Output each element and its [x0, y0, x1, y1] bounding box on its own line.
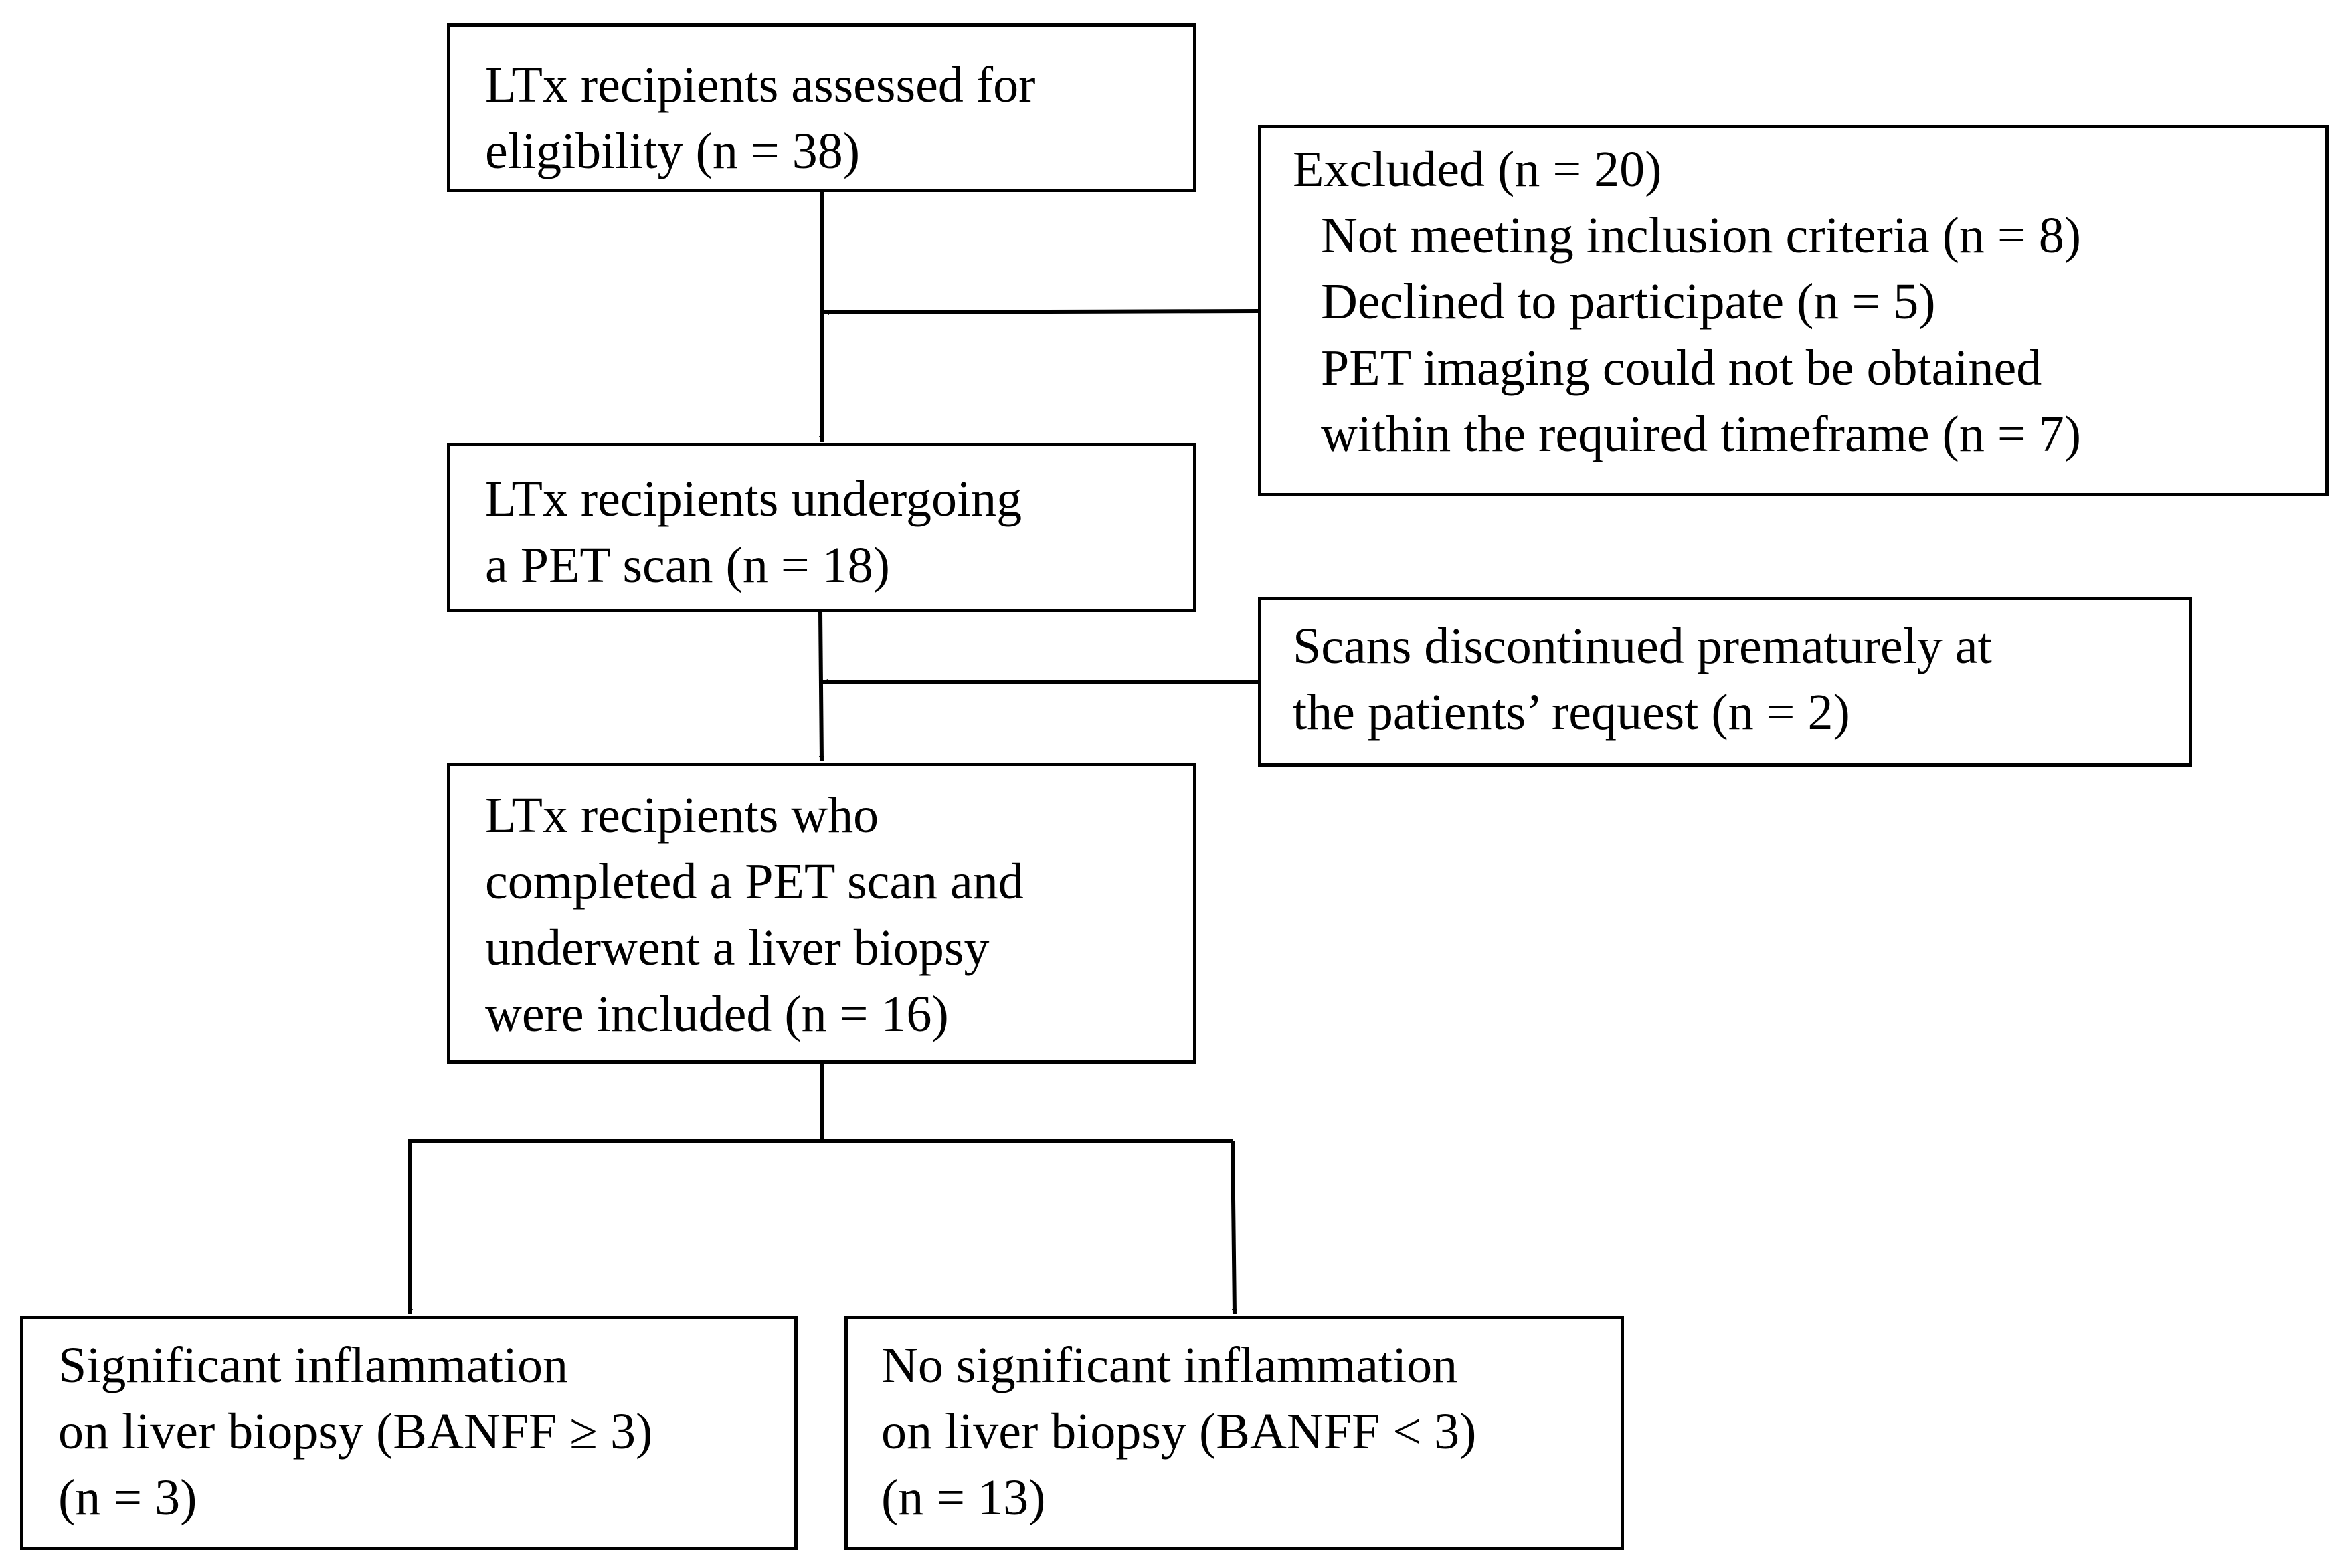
- included-line-2: completed a PET scan and: [485, 854, 1024, 910]
- excluded-item-inclusion: Not meeting inclusion criteria (n = 8): [1321, 207, 2082, 264]
- significant-line-2: on liver biopsy (BANFF ≥ 3): [58, 1403, 653, 1460]
- excluded-box: Excluded (n = 20) Not meeting inclusion …: [1258, 125, 2329, 496]
- no-significant-line-3: (n = 13): [881, 1470, 1046, 1526]
- no-significant-line-1: No significant inflammation: [881, 1337, 1458, 1393]
- assessed-line-2: eligibility (n = 38): [485, 123, 861, 179]
- significant-inflammation-box: Significant inflammation on liver biopsy…: [20, 1316, 798, 1550]
- assessed-line-1: LTx recipients assessed for: [485, 57, 1036, 113]
- assessed-box: LTx recipients assessed for eligibility …: [447, 23, 1196, 192]
- discontinued-line-2: the patients’ request (n = 2): [1293, 684, 1850, 741]
- arrow-pet-scan-to-included: [818, 611, 824, 762]
- included-line-3: underwent a liver biopsy: [485, 920, 990, 976]
- excluded-item-pet-imaging: PET imaging could not be obtained: [1321, 340, 2042, 396]
- pet-scan-line-1: LTx recipients undergoing: [485, 471, 1022, 527]
- excluded-item-declined: Declined to participate (n = 5): [1321, 274, 1936, 330]
- discontinued-line-1: Scans discontinued prematurely at: [1293, 618, 1992, 674]
- no-significant-inflammation-box: No significant inflammation on liver bio…: [844, 1316, 1624, 1550]
- included-line-1: LTx recipients who: [485, 787, 879, 844]
- significant-line-1: Significant inflammation: [58, 1337, 568, 1393]
- significant-line-3: (n = 3): [58, 1470, 197, 1526]
- no-significant-line-2: on liver biopsy (BANFF < 3): [881, 1403, 1477, 1460]
- discontinued-box: Scans discontinued prematurely at the pa…: [1258, 597, 2192, 767]
- included-line-4: were included (n = 16): [485, 986, 949, 1042]
- pet-scan-box: LTx recipients undergoing a PET scan (n …: [447, 443, 1196, 612]
- arrow-to-no-significant: [1231, 1141, 1237, 1315]
- pet-scan-line-2: a PET scan (n = 18): [485, 537, 890, 593]
- excluded-item-timeframe: within the required timeframe (n = 7): [1321, 406, 2082, 462]
- arrow-excluded-to-flow: [823, 309, 1259, 315]
- excluded-title: Excluded (n = 20): [1293, 141, 1662, 197]
- included-box: LTx recipients who completed a PET scan …: [447, 763, 1196, 1064]
